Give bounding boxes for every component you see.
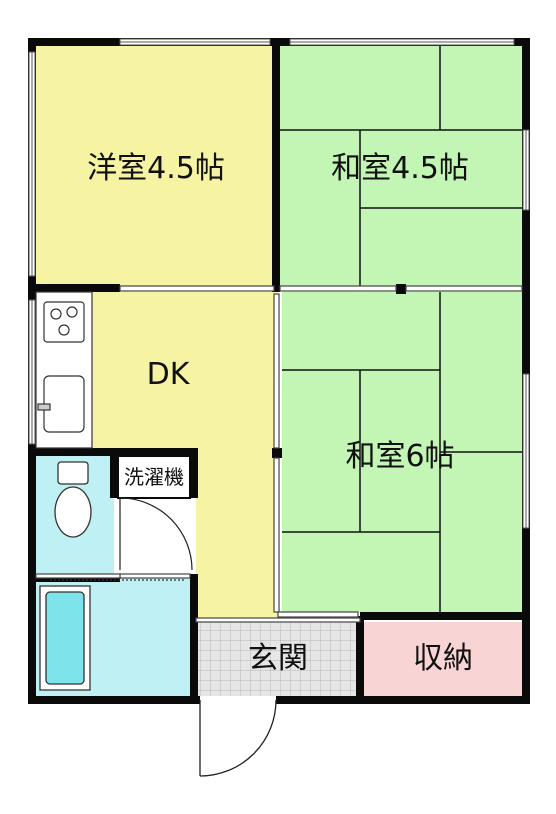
label-japanese-room-small: 和室4.5帖 [331, 151, 469, 186]
entrance-area [196, 622, 360, 696]
toilet-icon [54, 461, 92, 538]
washer-box [117, 455, 191, 499]
dk-room [92, 292, 278, 452]
stove-icon [43, 301, 85, 343]
sliding-doors [35, 285, 523, 623]
tatami-lines-small [280, 46, 522, 286]
label-dk: DK [147, 357, 191, 392]
dk-room-lower [196, 452, 278, 620]
windows [28, 38, 530, 529]
entrance-door [199, 699, 277, 777]
western-room [36, 46, 276, 286]
bathtub-icon [39, 579, 186, 691]
label-western-room: 洋室4.5帖 [87, 151, 225, 186]
tatami-lines-large [282, 292, 522, 612]
kitchen-fixtures [35, 291, 93, 449]
japanese-room-small [280, 46, 522, 286]
label-japanese-room-large: 和室6帖 [345, 439, 454, 474]
washroom-door [119, 497, 193, 571]
label-entrance: 玄関 [248, 641, 308, 676]
label-washer: 洗濯機 [124, 465, 184, 489]
storage-area [364, 622, 522, 696]
label-storage: 収納 [413, 641, 473, 676]
